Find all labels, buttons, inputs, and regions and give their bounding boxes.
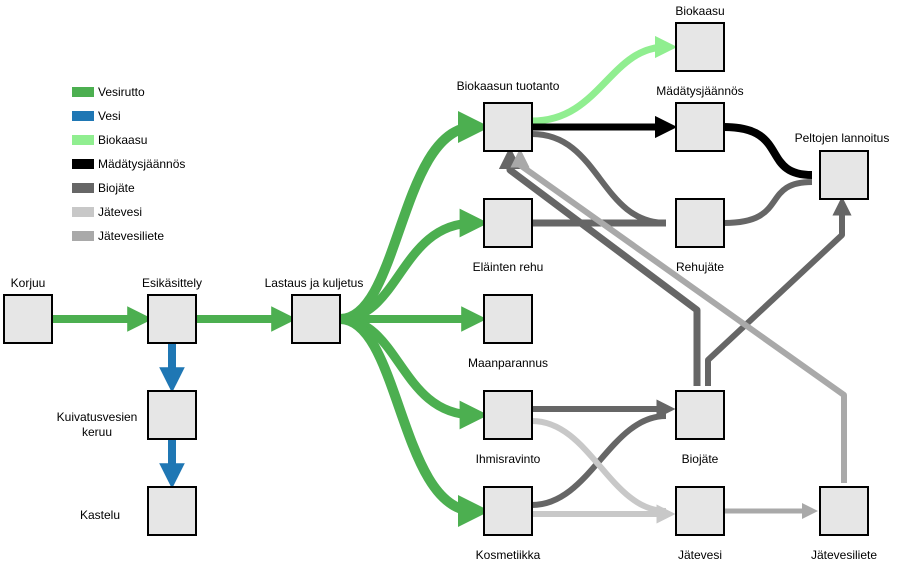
node-jatevesi: Jätevesi — [675, 486, 725, 562]
node-label: Rehujäte — [676, 260, 724, 274]
legend-label: Jätevesi — [98, 205, 142, 219]
flow-biokaasun_tuotanto-to-biokaasu — [531, 35, 678, 125]
legend-item-jatevesi: Jätevesi — [72, 205, 142, 219]
node-madatysjaannos: Mädätysjäännös — [656, 84, 744, 152]
node-label: Kastelu — [80, 508, 120, 522]
node-label: Mädätysjäännös — [656, 84, 743, 98]
legend-label: Biokaasu — [98, 133, 147, 147]
legend-swatch — [72, 111, 94, 121]
legend-label: Jätevesiliete — [98, 229, 164, 243]
node-label: Maanparannus — [468, 356, 548, 370]
node-box — [483, 294, 533, 344]
node-rehujate: Rehujäte — [675, 198, 725, 274]
node-ihmisravinto: Ihmisravinto — [476, 390, 541, 466]
node-box — [3, 294, 53, 344]
legend-label: Vesirutto — [98, 85, 145, 99]
legend-item-jatevesiliete: Jätevesiliete — [72, 229, 164, 243]
flow-lastaus-to-kosmetiikka — [339, 314, 490, 527]
node-box — [675, 198, 725, 248]
node-box — [147, 390, 197, 440]
node-box — [483, 198, 533, 248]
node-jatevesiliete: Jätevesiliete — [811, 486, 877, 562]
node-box — [147, 294, 197, 344]
node-label: Korjuu — [11, 276, 46, 290]
node-label: Peltojen lannoitus — [795, 131, 890, 145]
flow-biojate-to-peltojen_lannoitus — [705, 196, 852, 386]
node-box — [291, 294, 341, 344]
node-label: Biojäte — [682, 452, 719, 466]
legend-item-vesirutto: Vesirutto — [72, 85, 145, 99]
flow-lastaus-to-elainten_rehu — [339, 208, 489, 324]
node-label: Lastaus ja kuljetus — [265, 276, 364, 290]
legend-item-madatysjaannos: Mädätysjäännös — [72, 157, 185, 171]
node-biojate: Biojäte — [675, 390, 725, 466]
node-label: Biokaasun tuotanto — [457, 79, 560, 93]
legend-swatch — [72, 207, 94, 217]
legend-item-vesi: Vesi — [72, 109, 121, 123]
node-label: Kosmetiikka — [476, 548, 541, 562]
node-box — [819, 486, 869, 536]
node-kosmetiikka: Kosmetiikka — [476, 486, 541, 562]
flow-biojate-to-biokaasun_tuotanto — [498, 146, 701, 386]
node-peltojen-lannoitus: Peltojen lannoitus — [795, 131, 890, 200]
legend-swatch — [72, 87, 94, 97]
node-box — [147, 486, 197, 536]
node-label: Jätevesi — [678, 548, 722, 562]
node-esikasittely: Esikäsittely — [142, 276, 202, 344]
node-label: Esikäsittely — [142, 276, 202, 290]
node-box — [819, 150, 869, 200]
node-label: Eläinten rehu — [473, 260, 544, 274]
legend-swatch — [72, 183, 94, 193]
legend-label: Vesi — [98, 109, 121, 123]
node-label: Ihmisravinto — [476, 452, 541, 466]
flows — [52, 35, 852, 527]
flow-madatysjaannos-to-peltojen_lannoitus — [723, 123, 813, 179]
flow-rehujate-to-peltojen_lannoitus — [723, 179, 813, 226]
legend-item-biokaasu: Biokaasu — [72, 133, 147, 147]
node-box — [483, 102, 533, 152]
legend: VesiruttoVesiBiokaasuMädätysjäännösBiojä… — [72, 85, 185, 243]
node-box — [675, 22, 725, 72]
node-elainten-rehu: Eläinten rehu — [473, 198, 544, 274]
flow-jatevesiliete-to-biokaasun_tuotanto — [510, 148, 847, 483]
legend-label: Mädätysjäännös — [98, 157, 185, 171]
node-biokaasu: Biokaasu — [675, 4, 725, 72]
legend-label: Biojäte — [98, 181, 135, 195]
node-kastelu: Kastelu — [80, 486, 197, 536]
node-label: Jätevesiliete — [811, 548, 877, 562]
node-label: Biokaasu — [675, 4, 724, 18]
legend-swatch — [72, 135, 94, 145]
node-lastaus: Lastaus ja kuljetus — [265, 276, 364, 344]
node-box — [675, 486, 725, 536]
flow-ihmisravinto-to-jatevesi — [531, 418, 667, 514]
legend-swatch — [72, 159, 94, 169]
node-box — [483, 390, 533, 440]
node-box — [675, 102, 725, 152]
flow-kosmetiikka-to-biojate — [531, 413, 667, 508]
node-box — [483, 486, 533, 536]
flow-biokaasun_tuotanto-to-rehujate — [531, 131, 667, 226]
legend-swatch — [72, 231, 94, 241]
legend-item-biojate: Biojäte — [72, 181, 135, 195]
node-maanparannus: Maanparannus — [468, 294, 548, 370]
node-box — [675, 390, 725, 440]
node-biokaasun-tuotanto: Biokaasun tuotanto — [457, 79, 560, 152]
node-korjuu: Korjuu — [3, 276, 53, 344]
